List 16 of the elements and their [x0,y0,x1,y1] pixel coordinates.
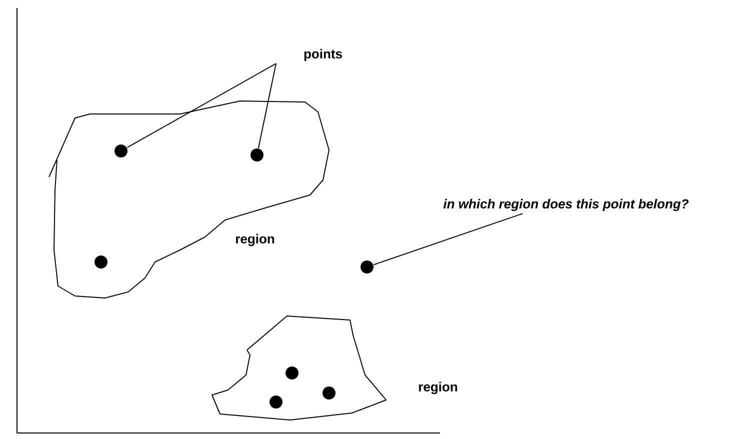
region-outline [48,100,330,298]
region-label: region [419,382,458,394]
leader-line [126,63,276,148]
dot [250,148,264,162]
dot [114,144,128,158]
dot [286,366,298,380]
text-label: in which region does this point belong? [443,198,689,212]
leader-line [258,63,276,149]
dot [322,386,336,400]
region-outline [212,316,386,420]
region-label: region [236,234,274,246]
leader-line [373,213,524,266]
dot [360,260,374,274]
dot [94,256,108,268]
text-label: points [304,48,342,62]
dot [270,396,282,408]
